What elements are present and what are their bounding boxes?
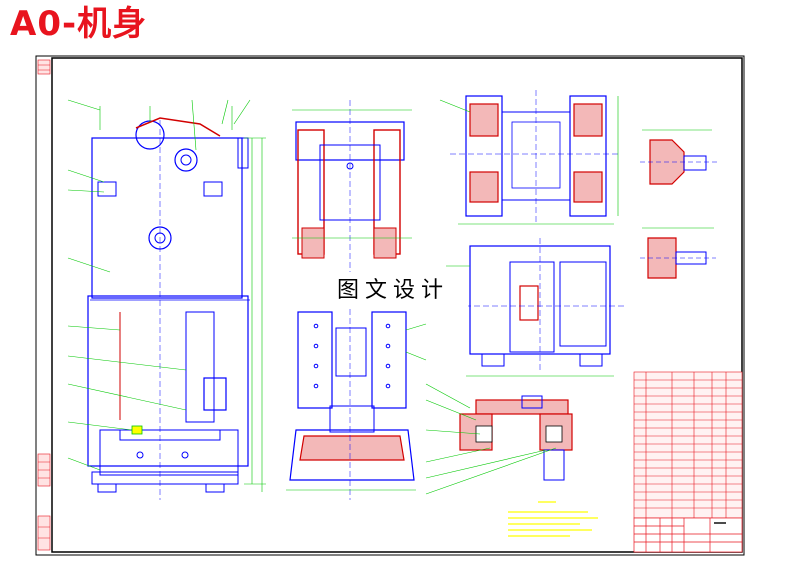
watermark: 图文设计 (318, 274, 468, 308)
section-view (286, 300, 427, 500)
front-view (87, 117, 250, 500)
detail-views (640, 129, 720, 279)
front-view-dimensions (67, 99, 266, 492)
inner-frame (51, 57, 743, 553)
bearing-section-detail (425, 383, 573, 495)
parts-list-table (633, 371, 743, 519)
side-view (292, 100, 412, 272)
technical-notes (508, 501, 598, 537)
outer-frame (35, 55, 745, 556)
top-view (439, 90, 620, 225)
left-margin-strips (37, 59, 51, 551)
title-block (633, 517, 743, 553)
drawing-title: A0-机身 (10, 4, 148, 44)
plan-view (446, 238, 624, 377)
